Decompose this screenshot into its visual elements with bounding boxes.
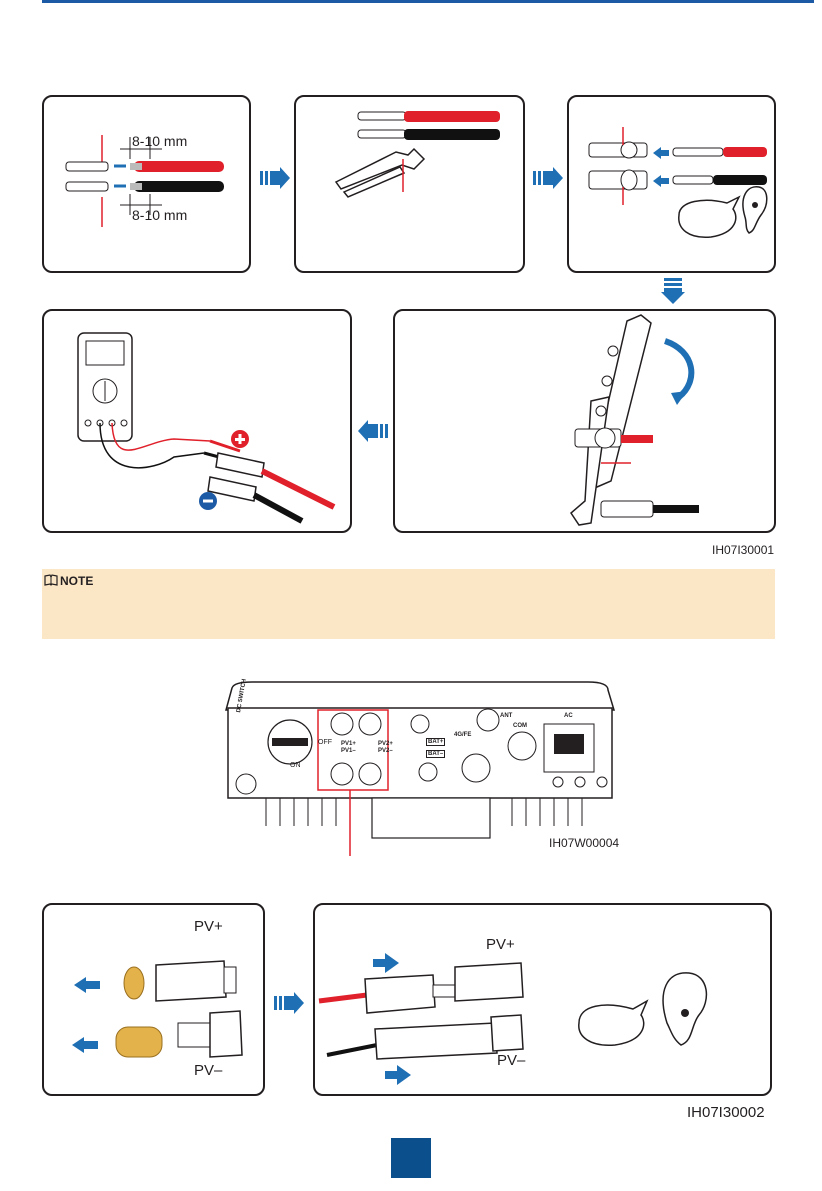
step-arrow-left-icon [358, 420, 388, 442]
figure-code: IH07I30001 [712, 543, 774, 557]
panel-insert-contacts [567, 95, 776, 273]
inverter-bottom-illustration [222, 680, 618, 860]
note-title: NOTE [60, 574, 93, 588]
strip-cables-illustration [44, 97, 253, 275]
panel-connect-pv [313, 903, 772, 1096]
pv2-pos-label: PV2+ [378, 741, 393, 747]
left-pv-pos-label: PV+ [194, 918, 223, 935]
multimeter-illustration [44, 311, 354, 535]
note-box: NOTE [42, 569, 775, 639]
pv1-pos-label: PV1+ [341, 741, 356, 747]
panel-tighten-nut [393, 309, 776, 533]
panel-crimp-contacts [294, 95, 525, 273]
com-label: COM [513, 723, 527, 729]
figure-code: IH07I30002 [687, 1104, 765, 1121]
on-label: ON [290, 762, 301, 769]
wrench-illustration [395, 311, 778, 535]
panel-measure-voltage [42, 309, 352, 533]
step-arrow-down-icon [661, 278, 685, 304]
crimp-tool-illustration [296, 97, 527, 275]
header-rule [42, 0, 814, 3]
strip-length-bottom: 8-10 mm [132, 207, 187, 223]
remove-caps-illustration [44, 905, 267, 1098]
insert-contacts-illustration [569, 97, 778, 275]
step-arrow-icon [260, 167, 290, 189]
connect-pv-illustration [315, 905, 774, 1098]
panel-remove-caps [42, 903, 265, 1096]
step-arrow-icon [533, 167, 563, 189]
panel-strip-cables: 8-10 mm 8-10 mm [42, 95, 251, 273]
figure-code: IH07W00004 [549, 836, 619, 850]
strip-length-top: 8-10 mm [132, 133, 187, 149]
book-icon [44, 574, 58, 586]
bat-pos-label: BAT+ [426, 738, 445, 746]
right-pv-pos-label: PV+ [486, 936, 515, 953]
off-label: OFF [318, 739, 332, 746]
left-pv-neg-label: PV– [194, 1062, 222, 1079]
page-number-badge [391, 1138, 431, 1178]
pv2-neg-label: PV2– [378, 748, 393, 754]
right-pv-neg-label: PV– [497, 1052, 525, 1069]
ant-label: ANT [500, 713, 512, 719]
bat-neg-label: BAT– [426, 750, 445, 758]
step-arrow-icon [274, 992, 304, 1014]
ac-label: AC [564, 713, 573, 719]
port-4g-label: 4G/FE [454, 732, 471, 738]
pv1-neg-label: PV1– [341, 748, 356, 754]
